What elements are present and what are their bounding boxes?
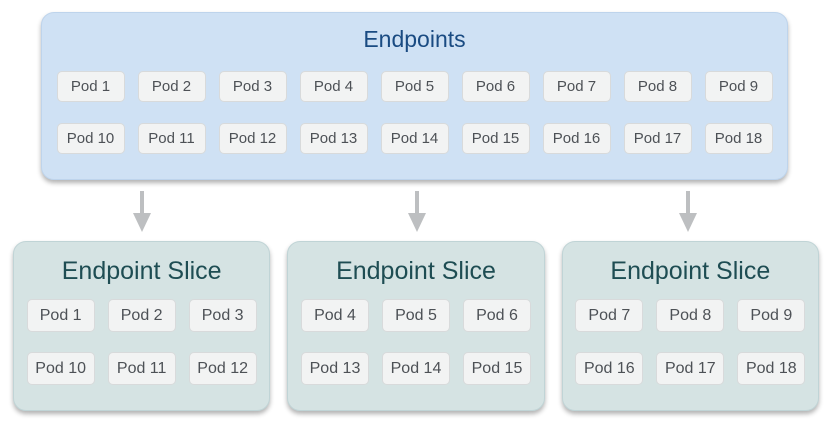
- pod-box: Pod 12: [218, 123, 287, 154]
- pod-box: Pod 6: [462, 299, 531, 332]
- pod-box: Pod 13: [300, 352, 369, 385]
- endpoints-pod-row-1: Pod 1 Pod 2 Pod 3 Pod 4 Pod 5 Pod 6 Pod …: [42, 71, 787, 102]
- pod-box: Pod 10: [56, 123, 125, 154]
- pod-box: Pod 3: [218, 71, 287, 102]
- pod-box: Pod 10: [26, 352, 95, 385]
- pod-box: Pod 2: [137, 71, 206, 102]
- pod-box: Pod 4: [299, 71, 368, 102]
- pod-box: Pod 15: [461, 123, 530, 154]
- pod-box: Pod 15: [462, 352, 531, 385]
- arrow-shaft: [140, 191, 144, 213]
- pod-box: Pod 1: [56, 71, 125, 102]
- pod-box: Pod 14: [381, 352, 450, 385]
- pod-box: Pod 7: [542, 71, 611, 102]
- endpoints-box: Endpoints Pod 1 Pod 2 Pod 3 Pod 4 Pod 5 …: [41, 12, 788, 180]
- slice-pod-row-1: Pod 1 Pod 2 Pod 3: [14, 299, 269, 332]
- pod-box: Pod 16: [542, 123, 611, 154]
- pod-box: Pod 12: [188, 352, 257, 385]
- pod-box: Pod 18: [737, 352, 806, 385]
- pod-box: Pod 17: [656, 352, 725, 385]
- slice-pod-row-1: Pod 4 Pod 5 Pod 6: [288, 299, 543, 332]
- endpoint-slice-box-3: Endpoint Slice Pod 7 Pod 8 Pod 9 Pod 16 …: [561, 241, 819, 411]
- slice-pod-row-2: Pod 16 Pod 17 Pod 18: [563, 352, 818, 385]
- endpoints-pod-row-2: Pod 10 Pod 11 Pod 12 Pod 13 Pod 14 Pod 1…: [42, 123, 787, 154]
- slice-pod-row-1: Pod 7 Pod 8 Pod 9: [563, 299, 818, 332]
- pod-box: Pod 4: [300, 299, 369, 332]
- endpoint-slice-box-2: Endpoint Slice Pod 4 Pod 5 Pod 6 Pod 13 …: [287, 241, 545, 411]
- endpoints-title: Endpoints: [363, 26, 466, 52]
- pod-box: Pod 5: [380, 71, 449, 102]
- slices-row: Endpoint Slice Pod 1 Pod 2 Pod 3 Pod 10 …: [13, 241, 819, 411]
- endpoint-slice-title: Endpoint Slice: [61, 257, 222, 285]
- pod-box: Pod 2: [107, 299, 176, 332]
- pod-box: Pod 3: [188, 299, 257, 332]
- pod-box: Pod 16: [575, 352, 644, 385]
- pod-box: Pod 9: [737, 299, 806, 332]
- pod-box: Pod 13: [299, 123, 368, 154]
- slice-pod-row-2: Pod 10 Pod 11 Pod 12: [14, 352, 269, 385]
- endpoint-slice-title: Endpoint Slice: [336, 257, 496, 285]
- pod-box: Pod 5: [381, 299, 450, 332]
- pod-box: Pod 1: [26, 299, 95, 332]
- pod-box: Pod 11: [107, 352, 176, 385]
- pod-box: Pod 8: [656, 299, 725, 332]
- arrow-shaft: [686, 191, 690, 213]
- pod-box: Pod 9: [704, 71, 773, 102]
- slice-pod-row-2: Pod 13 Pod 14 Pod 15: [288, 352, 543, 385]
- pod-box: Pod 11: [137, 123, 206, 154]
- endpoint-slice-title: Endpoint Slice: [610, 257, 771, 285]
- arrow-head: [408, 213, 426, 232]
- pod-box: Pod 8: [623, 71, 692, 102]
- arrow-shaft: [415, 191, 419, 213]
- endpoint-slice-box-1: Endpoint Slice Pod 1 Pod 2 Pod 3 Pod 10 …: [13, 241, 271, 411]
- pod-box: Pod 6: [461, 71, 530, 102]
- pod-box: Pod 17: [623, 123, 692, 154]
- arrow-down-icon: [679, 191, 697, 232]
- arrow-head: [133, 213, 151, 232]
- arrow-down-icon: [408, 191, 426, 232]
- arrow-down-icon: [133, 191, 151, 232]
- pod-box: Pod 18: [704, 123, 773, 154]
- pod-box: Pod 14: [380, 123, 449, 154]
- pod-box: Pod 7: [575, 299, 644, 332]
- arrow-head: [679, 213, 697, 232]
